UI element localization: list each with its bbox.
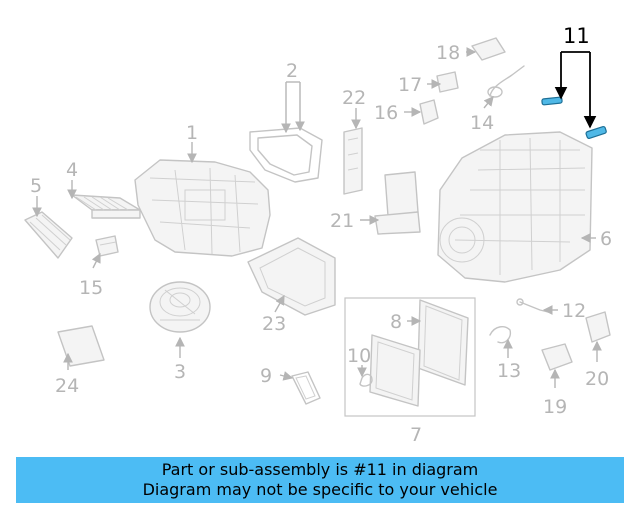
evaporator-housing-part [437, 131, 593, 283]
label-3: 3 [174, 361, 186, 383]
label-16: 16 [374, 102, 398, 124]
control-module-21-part [374, 171, 421, 235]
label-5: 5 [30, 175, 42, 197]
label-20: 20 [585, 368, 609, 390]
actuator-17-part [436, 71, 459, 93]
label-24: 24 [55, 375, 79, 397]
actuator-20-part [585, 311, 611, 343]
resistor-part [95, 235, 119, 257]
lever-part [487, 65, 525, 98]
label-17: 17 [398, 74, 422, 96]
hose-part [489, 326, 512, 344]
label-8: 8 [390, 311, 402, 333]
cabin-filter-part [71, 194, 141, 219]
label-10: 10 [347, 345, 371, 367]
label-22: 22 [342, 87, 366, 109]
control-module-24-part [57, 325, 105, 367]
seal-frame-part [249, 127, 323, 183]
number-labels: 1 2 3 4 5 6 7 8 9 10 11 12 13 14 15 16 1… [30, 24, 612, 446]
banner-line-1: Part or sub-assembly is #11 in diagram [161, 460, 479, 479]
label-21: 21 [330, 210, 354, 232]
duct-22-part [343, 127, 363, 195]
actuator-19-part [541, 343, 573, 371]
actuator-16-part [419, 99, 439, 125]
leader-lines [32, 47, 602, 388]
label-18: 18 [436, 42, 460, 64]
label-12: 12 [562, 300, 586, 322]
label-2: 2 [286, 60, 298, 82]
hvac-case-part [134, 159, 271, 257]
heater-core-group [344, 297, 476, 417]
label-23: 23 [262, 313, 286, 335]
banner-line-2: Diagram may not be specific to your vehi… [142, 480, 498, 499]
sensor-part [516, 298, 549, 313]
blower-motor-part [149, 281, 211, 333]
info-banner: Part or sub-assembly is #11 in diagram D… [16, 457, 624, 503]
label-15: 15 [79, 277, 103, 299]
label-6: 6 [600, 228, 612, 250]
label-13: 13 [497, 360, 521, 382]
lower-case-part [247, 237, 336, 316]
label-9: 9 [260, 365, 272, 387]
parts-diagram: 1 2 3 4 5 6 7 8 9 10 11 12 13 14 15 16 1… [24, 24, 612, 446]
actuator-18-part [471, 37, 506, 61]
label-11-highlighted: 11 [563, 24, 590, 48]
gasket-part [291, 371, 321, 405]
label-14: 14 [470, 112, 494, 134]
label-7: 7 [410, 424, 422, 446]
label-19: 19 [543, 396, 567, 418]
filter-cover-part [24, 211, 73, 259]
label-4: 4 [66, 159, 78, 181]
label-1: 1 [186, 122, 198, 144]
